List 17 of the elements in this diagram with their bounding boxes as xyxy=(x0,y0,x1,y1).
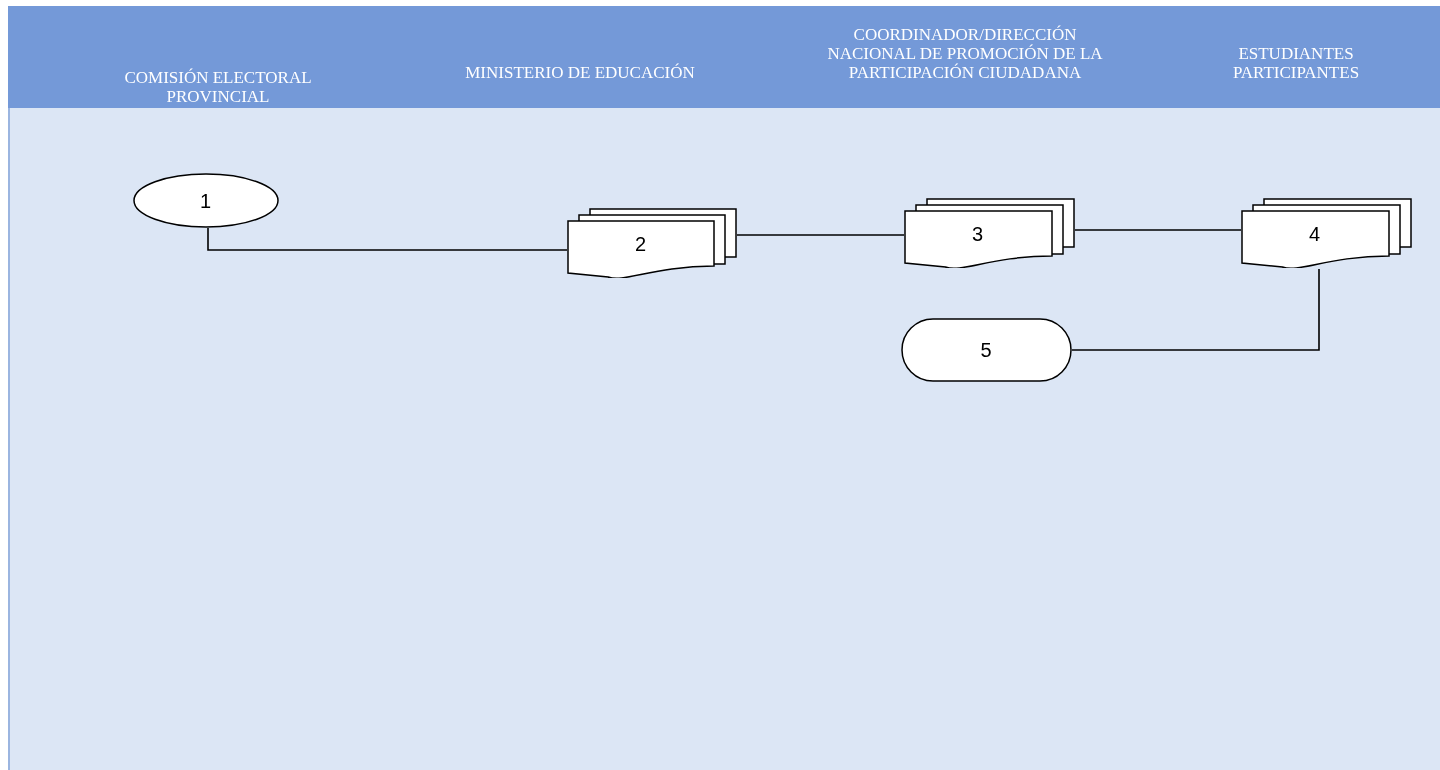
connector-line xyxy=(1074,229,1242,231)
lane-heading: ESTUDIANTES PARTICIPANTES xyxy=(1231,43,1361,84)
connector-line xyxy=(207,227,568,251)
multi-document-shape xyxy=(904,198,1075,268)
step-number: 3 xyxy=(972,222,984,246)
lane-heading: COORDINADOR/DIRECCIÓN NACIONAL DE PROMOCIÓN DE LA PARTICIPACIÓN CIUDADANA xyxy=(826,24,1104,84)
multi-document-shape xyxy=(567,208,737,278)
multi-document-shape xyxy=(1241,198,1412,268)
step-number: 2 xyxy=(635,232,647,256)
step-number: 5 xyxy=(980,338,992,362)
step-number: 4 xyxy=(1309,222,1321,246)
start-ellipse xyxy=(133,173,279,228)
connector-line xyxy=(1071,268,1320,351)
lane-heading: MINISTERIO DE EDUCACIÓN xyxy=(464,62,696,84)
step-number: 1 xyxy=(200,188,212,213)
lane-heading: COMISIÓN ELECTORAL PROVINCIAL xyxy=(123,67,313,108)
connector-line xyxy=(736,234,905,236)
